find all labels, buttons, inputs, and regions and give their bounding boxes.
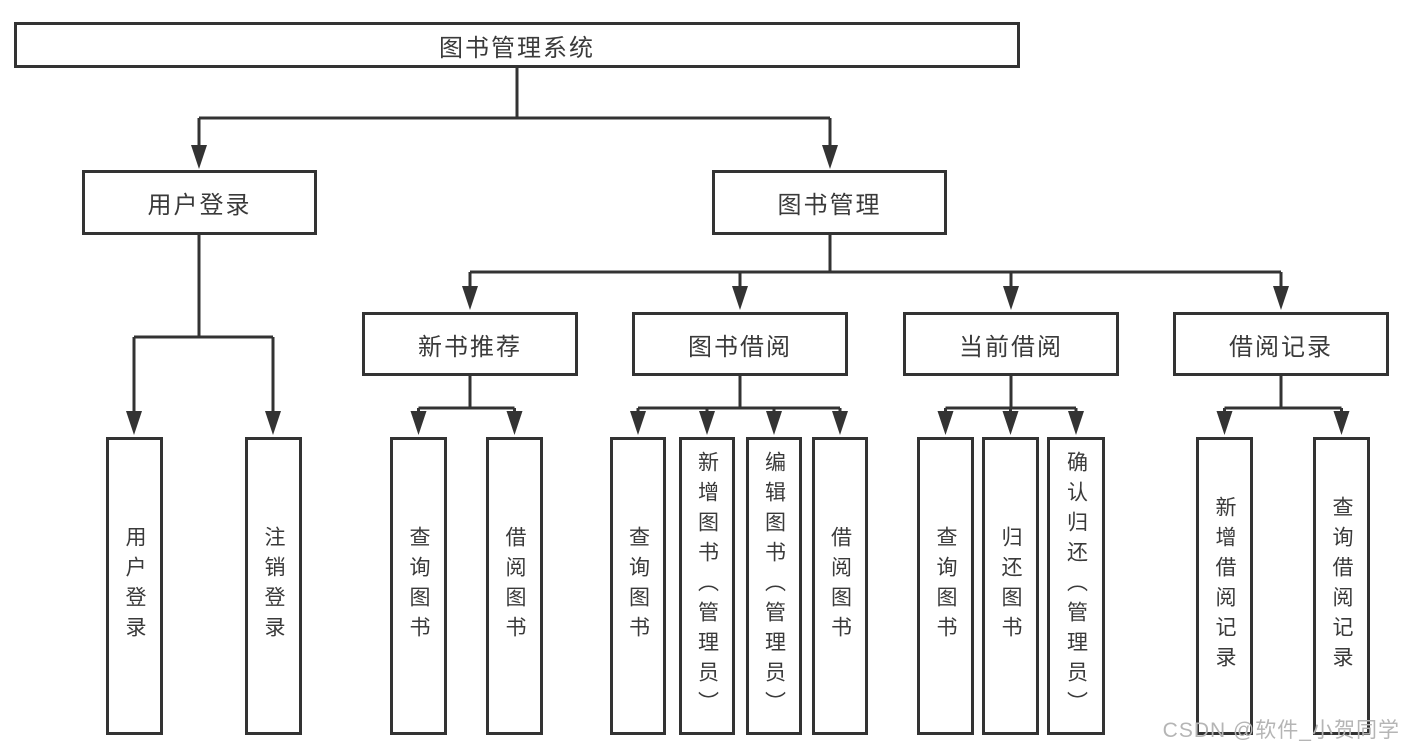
connector-book-borrow-children [630,376,848,435]
node-leaf-label: 用户登录 [123,526,146,646]
node-book-management: 图书管理 [712,170,947,235]
node-leaf-logout: 注销登录 [245,437,302,735]
node-leaf-query-books-1: 查询图书 [390,437,447,735]
node-leaf-label: 新增图书（管理员） [695,451,719,721]
node-leaf-borrow-books-1: 借阅图书 [486,437,543,735]
node-current-borrow: 当前借阅 [903,312,1119,376]
arrow-down-icon [1273,286,1289,310]
arrow-down-icon [1003,286,1019,310]
connector-root-to-level2 [191,68,838,169]
node-leaf-borrow-books-2: 借阅图书 [812,437,868,735]
connector-borrow-records-children [1216,376,1350,435]
node-leaf-label: 确认归还（管理员） [1064,451,1088,721]
arrow-down-icon [410,411,427,435]
node-leaf-label: 借阅图书 [828,526,852,646]
node-leaf-label: 借阅图书 [503,526,526,646]
node-root-label: 图书管理系统 [439,34,595,62]
arrow-down-icon [462,286,478,310]
node-leaf-query-books-3: 查询图书 [917,437,974,735]
arrow-down-icon [630,411,646,435]
node-leaf-user-login: 用户登录 [106,437,163,735]
connector-user-login-children [126,235,281,435]
arrow-down-icon [822,145,838,169]
connector-current-borrow-children [937,376,1084,435]
node-current-borrow-label: 当前借阅 [959,333,1063,361]
node-user-login: 用户登录 [82,170,317,235]
connector-new-book-recommend-children [410,376,523,435]
arrow-down-icon [832,411,848,435]
node-leaf-query-borrow-record: 查询借阅记录 [1313,437,1370,735]
arrow-down-icon [937,411,954,435]
node-leaf-edit-book-admin: 编辑图书（管理员） [746,437,802,735]
node-borrow-records-label: 借阅记录 [1229,333,1333,361]
arrow-down-icon [506,411,523,435]
node-book-borrow: 图书借阅 [632,312,848,376]
node-leaf-label: 归还图书 [999,526,1022,646]
node-borrow-records: 借阅记录 [1173,312,1389,376]
node-leaf-label: 新增借阅记录 [1213,496,1236,676]
arrow-down-icon [265,411,281,435]
node-root: 图书管理系统 [14,22,1020,68]
node-leaf-label: 查询图书 [626,526,650,646]
node-leaf-query-books-2: 查询图书 [610,437,666,735]
node-leaf-confirm-return-admin: 确认归还（管理员） [1047,437,1105,735]
node-new-book-recommend: 新书推荐 [362,312,578,376]
arrow-down-icon [1216,411,1233,435]
node-leaf-return-book: 归还图书 [982,437,1039,735]
arrow-down-icon [732,286,748,310]
arrow-down-icon [126,411,142,435]
node-book-borrow-label: 图书借阅 [688,333,792,361]
arrow-down-icon [1002,411,1019,435]
connector-book-management-children [462,235,1289,310]
arrow-down-icon [699,411,715,435]
arrow-down-icon [1068,411,1084,435]
node-user-login-label: 用户登录 [147,192,252,219]
node-leaf-label: 查询图书 [407,526,430,646]
node-leaf-add-borrow-record: 新增借阅记录 [1196,437,1253,735]
csdn-watermark: CSDN @软件_小贺同学 [1162,719,1400,742]
node-leaf-add-book-admin: 新增图书（管理员） [679,437,735,735]
node-leaf-label: 查询借阅记录 [1330,496,1353,676]
arrow-down-icon [191,145,207,169]
node-new-book-recommend-label: 新书推荐 [418,333,522,361]
arrow-down-icon [766,411,782,435]
node-leaf-label: 查询图书 [934,526,957,646]
arrow-down-icon [1333,411,1350,435]
node-book-management-label: 图书管理 [777,192,882,219]
node-leaf-label: 编辑图书（管理员） [762,451,786,721]
node-leaf-label: 注销登录 [262,526,285,646]
